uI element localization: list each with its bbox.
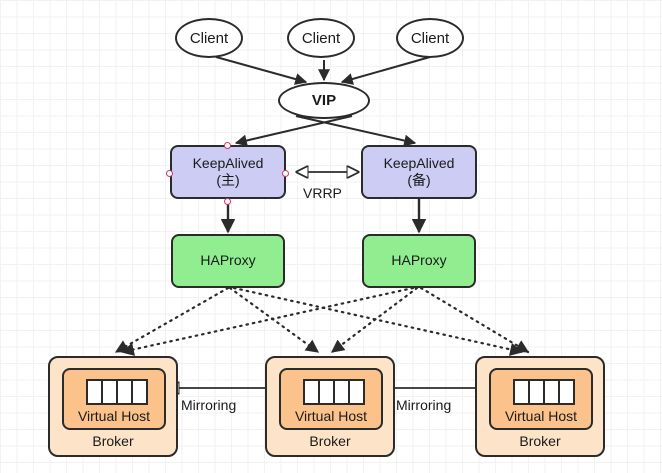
broker-node-3[interactable]: Virtual Host Broker	[475, 356, 605, 457]
connection-point-top[interactable]	[224, 142, 231, 149]
client-label: Client	[410, 29, 450, 47]
vip-node[interactable]: VIP	[278, 82, 370, 119]
keepalived-backup-label: KeepAlived	[383, 154, 455, 171]
connection-point-right[interactable]	[282, 170, 289, 177]
mirroring-right-edge-label: Mirroring	[396, 397, 452, 413]
keepalived-backup-role: (备)	[407, 172, 431, 188]
virtual-host-label: Virtual Host	[77, 408, 151, 424]
broker-label: Broker	[519, 433, 561, 449]
virtual-host-1[interactable]: Virtual Host	[62, 368, 166, 430]
connection-point-bottom[interactable]	[224, 198, 231, 205]
virtual-host-2[interactable]: Virtual Host	[279, 368, 383, 430]
haproxy-right-label: HAProxy	[391, 252, 447, 269]
keepalived-master-node[interactable]: KeepAlived (主)	[166, 142, 289, 205]
client-label: Client	[301, 29, 341, 47]
queue-icon	[513, 379, 575, 405]
keepalived-master-label: KeepAlived	[192, 154, 264, 171]
client-node-3[interactable]: Client	[396, 18, 464, 58]
virtual-host-3[interactable]: Virtual Host	[489, 368, 593, 430]
broker-label: Broker	[309, 433, 351, 449]
client-node-2[interactable]: Client	[287, 18, 355, 58]
vrrp-edge-label: VRRP	[303, 185, 342, 201]
haproxy-left-node[interactable]: HAProxy	[171, 234, 285, 288]
client-label: Client	[189, 29, 229, 47]
vip-label: VIP	[311, 92, 337, 109]
client-node-1[interactable]: Client	[175, 18, 243, 58]
virtual-host-label: Virtual Host	[294, 408, 368, 424]
broker-label: Broker	[92, 433, 134, 449]
broker-node-2[interactable]: Virtual Host Broker	[265, 356, 395, 457]
haproxy-left-label: HAProxy	[200, 252, 256, 269]
broker-node-1[interactable]: Virtual Host Broker	[48, 356, 178, 457]
keepalived-master-role: (主)	[216, 172, 240, 188]
queue-icon	[86, 379, 148, 405]
mirroring-left-edge-label: Mirroring	[181, 397, 237, 413]
virtual-host-label: Virtual Host	[504, 408, 578, 424]
connection-point-left[interactable]	[166, 170, 173, 177]
queue-icon	[303, 379, 365, 405]
keepalived-backup-node[interactable]: KeepAlived (备)	[361, 145, 477, 199]
haproxy-right-node[interactable]: HAProxy	[362, 234, 476, 288]
